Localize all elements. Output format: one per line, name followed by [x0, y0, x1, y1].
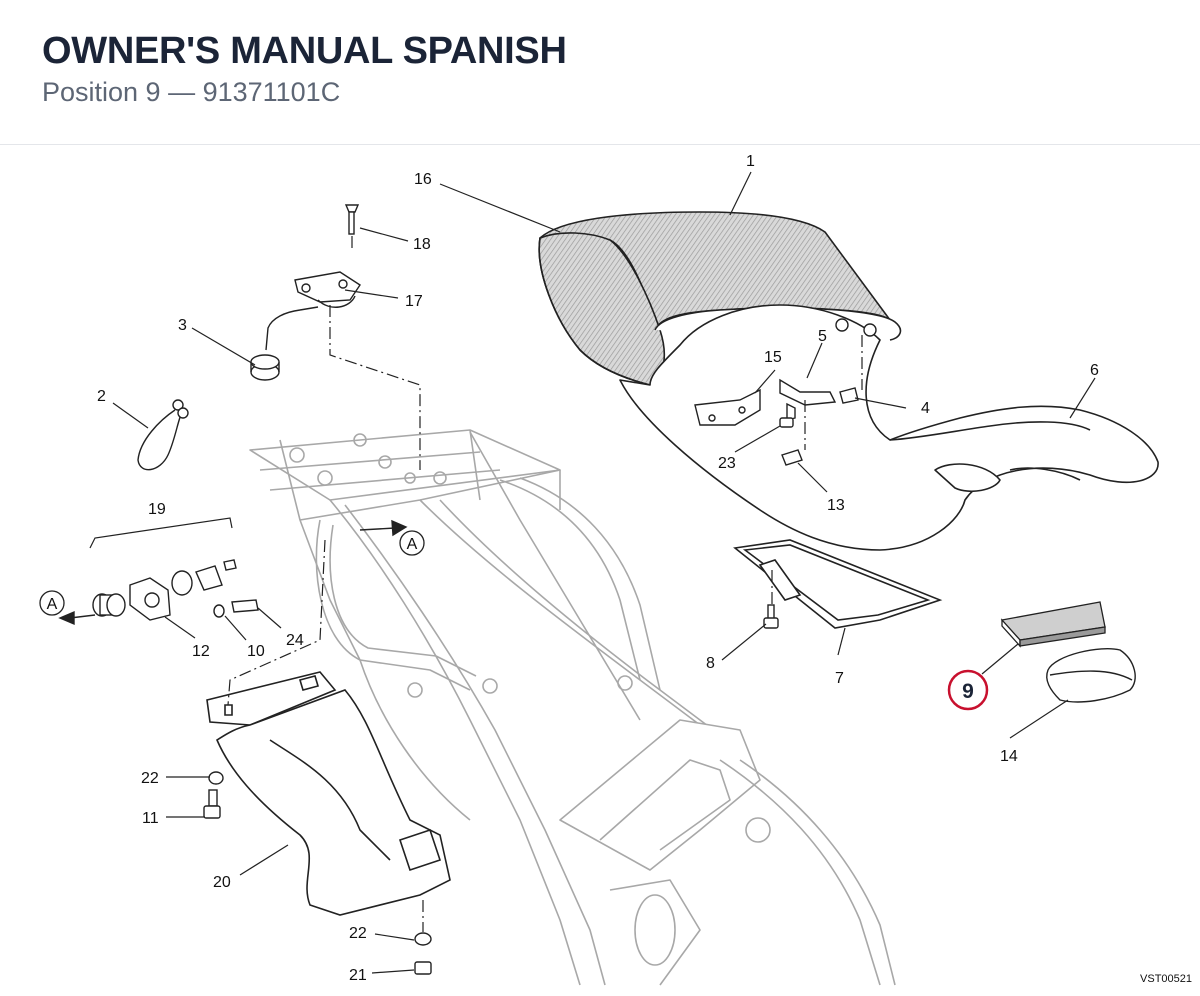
callout-10[interactable]: 10	[247, 643, 265, 660]
assembly-axis-lines	[227, 236, 863, 932]
rear-mudguard-20	[206, 671, 451, 916]
owners-manual-9	[1000, 601, 1106, 648]
callout-2[interactable]: 2	[97, 388, 106, 405]
callout-21[interactable]: 21	[349, 967, 367, 984]
callout-6[interactable]: 6	[1090, 362, 1099, 379]
left-hardware	[137, 204, 361, 471]
highlighted-callout[interactable]: 9	[947, 669, 989, 711]
callout-13[interactable]: 13	[827, 497, 845, 514]
callout-12[interactable]: 12	[192, 643, 210, 660]
mudguard-hardware	[203, 771, 432, 975]
callout-1[interactable]: 1	[746, 153, 755, 170]
view-marker-left: A	[39, 590, 65, 616]
page-subtitle: Position 9 — 91371101C	[42, 77, 341, 107]
callout-20[interactable]: 20	[213, 874, 231, 891]
frame-subframe	[249, 429, 896, 986]
callout-15[interactable]: 15	[764, 349, 782, 366]
callout-8[interactable]: 8	[706, 655, 715, 672]
callout-7[interactable]: 7	[835, 670, 844, 687]
callout-3[interactable]: 3	[178, 317, 187, 334]
view-marker-frame: A	[399, 530, 425, 556]
callout-19[interactable]: 19	[148, 501, 166, 518]
seat-brackets-hardware	[694, 318, 877, 466]
callout-24[interactable]: 24	[286, 632, 304, 649]
callout-4[interactable]: 4	[921, 400, 930, 417]
page-header: OWNER'S MANUAL SPANISH Position 9 — 9137…	[0, 0, 1200, 145]
view-marker-label: A	[47, 596, 58, 613]
arrow-marker-left	[58, 610, 96, 626]
undertray-7	[733, 539, 943, 629]
callout-16[interactable]: 16	[414, 171, 432, 188]
callout-18[interactable]: 18	[413, 236, 431, 253]
pouch-14	[1046, 648, 1136, 703]
callout-5[interactable]: 5	[818, 328, 827, 345]
page-title: OWNER'S MANUAL SPANISH	[42, 30, 567, 72]
arrow-marker-frame	[359, 519, 408, 537]
callout-14[interactable]: 14	[1000, 748, 1018, 765]
callout-22[interactable]: 22	[141, 770, 159, 787]
callout-11[interactable]: 11	[142, 810, 159, 827]
callout-23[interactable]: 23	[718, 455, 736, 472]
exploded-parts-diagram: A A 9 1 2 3 4 5 6 7 8 10 11 12 13 14 15 …	[0, 146, 1200, 991]
reference-code: VST00521	[1140, 973, 1192, 985]
callout-22[interactable]: 22	[349, 925, 367, 942]
callout-9[interactable]: 9	[962, 680, 974, 703]
callout-labels: 1 2 3 4 5 6 7 8 10 11 12 13 14 15 16 17 …	[97, 153, 1099, 984]
bolt-8	[763, 604, 779, 629]
seat-assembly	[538, 211, 1159, 551]
callout-17[interactable]: 17	[405, 293, 423, 310]
view-marker-label: A	[407, 536, 418, 553]
lock-assembly-19	[92, 559, 259, 621]
leader-lines	[89, 171, 1096, 974]
